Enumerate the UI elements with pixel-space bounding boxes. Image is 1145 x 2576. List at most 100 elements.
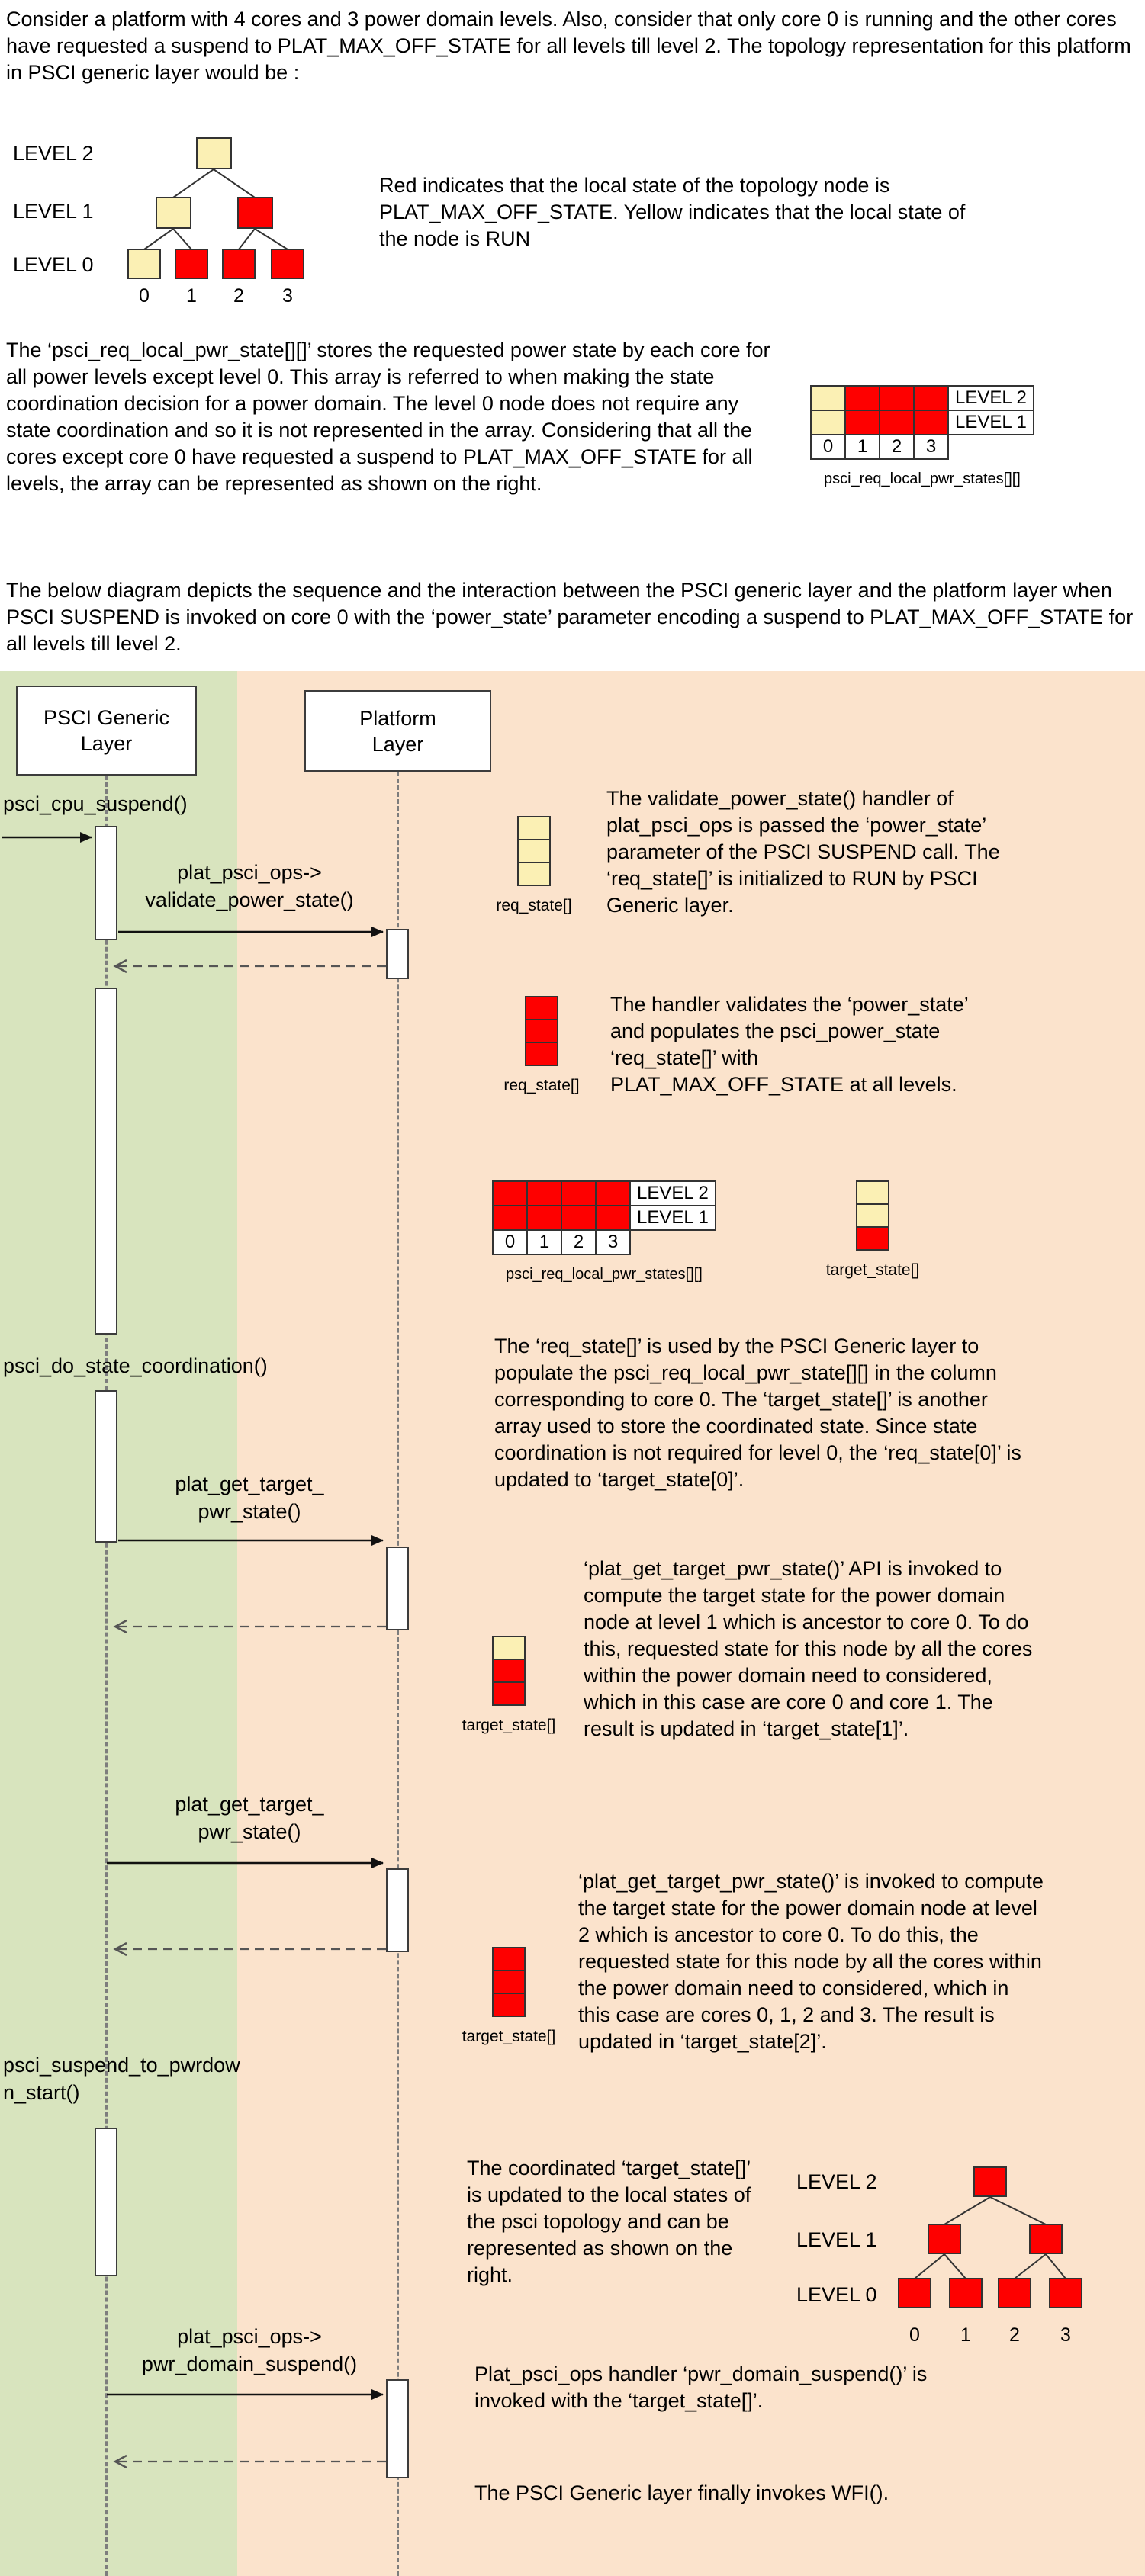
grid-cell <box>879 410 915 435</box>
grid-row-label-level1: LEVEL 1 <box>629 1205 716 1231</box>
msg-psci-cpu-suspend: psci_cpu_suspend() <box>3 792 188 815</box>
grid-cell <box>492 1180 528 1206</box>
final-topology-node-core2 <box>998 2278 1031 2308</box>
tree-edge <box>254 228 288 250</box>
core-number: 3 <box>1060 2324 1071 2346</box>
activation-platform-validate-power-state <box>386 929 409 979</box>
grid-cell <box>561 1180 597 1206</box>
grid-index-cell: 0 <box>810 434 846 460</box>
grid-row-label-level1: LEVEL 1 <box>947 410 1034 435</box>
grid-row-level1: LEVEL 1 <box>810 410 1034 435</box>
state-array-caption: target_state[] <box>462 2028 556 2045</box>
annotation-validate-power-state: The validate_power_state() handler of pl… <box>606 787 1000 917</box>
annotation-target-state-level2: ‘plat_get_target_pwr_state()’ is invoked… <box>578 1870 1044 2053</box>
core-number: 0 <box>909 2324 920 2346</box>
grid-cell <box>913 385 949 411</box>
target-state-array-after-coordination: target_state[] <box>826 1180 919 1280</box>
grid-index-cell: 2 <box>879 434 915 460</box>
annotation-wfi: The PSCI Generic layer finally invokes W… <box>474 2481 889 2504</box>
msg-get-target-pwr-state-2: plat_get_target_ pwr_state() <box>175 1793 324 1843</box>
topology-initial-level0-label: LEVEL 0 <box>13 253 94 276</box>
annotation-populate-req-state: The handler validates the ‘power_state’ … <box>610 993 968 1096</box>
grid-row-core-index: 0 1 2 3 <box>492 1229 716 1255</box>
core-number: 1 <box>186 285 197 307</box>
grid-row-label-level2: LEVEL 2 <box>947 385 1034 411</box>
core-number: 3 <box>282 285 293 307</box>
topology-final-level2-label: LEVEL 2 <box>796 2170 877 2193</box>
psci-generic-lane-background <box>0 671 237 2576</box>
topology-initial-level2-label: LEVEL 2 <box>13 142 94 165</box>
state-array-caption: target_state[] <box>462 1717 556 1734</box>
state-cell <box>492 1681 526 1706</box>
tree-edge <box>238 228 256 250</box>
final-topology-node-level2 <box>973 2166 1007 2197</box>
msg-pwr-domain-suspend: plat_psci_ops-> pwr_domain_suspend() <box>141 2325 358 2375</box>
state-cell <box>856 1226 889 1251</box>
final-topology-node-core1 <box>949 2278 983 2308</box>
core-number: 1 <box>960 2324 971 2346</box>
req-local-pwr-states-grid-updated: LEVEL 2 LEVEL 1 0 1 2 3 psci_req_local_p… <box>492 1180 716 1283</box>
state-cell <box>525 996 558 1020</box>
activation-platform-get-target-1 <box>386 1547 409 1630</box>
state-cell <box>525 1042 558 1066</box>
msg-get-target-pwr-state-1: plat_get_target_ pwr_state() <box>175 1473 324 1523</box>
msg-psci-do-state-coordination: psci_do_state_coordination() <box>3 1354 268 1377</box>
topology-node-level1-a <box>156 197 191 229</box>
req-state-array-initial: req_state[] <box>496 816 572 915</box>
activation-psci-cpu-suspend <box>95 826 117 940</box>
color-legend-text: Red indicates that the local state of th… <box>379 174 966 250</box>
activation-psci-suspend-to-pwrdown-start <box>95 2128 117 2276</box>
platform-lifeline <box>397 772 399 2576</box>
final-topology-node-level1-a <box>928 2224 961 2254</box>
state-cell <box>856 1180 889 1205</box>
msg-validate-power-state: plat_psci_ops-> validate_power_state() <box>145 861 354 911</box>
platform-layer-header: Platform Layer <box>304 690 491 772</box>
annotation-pwr-domain-suspend: Plat_psci_ops handler ‘pwr_domain_suspen… <box>474 2362 928 2412</box>
grid-row-level2: LEVEL 2 <box>492 1180 716 1206</box>
topology-final-level0-label: LEVEL 0 <box>796 2283 877 2306</box>
grid-index-cell: 1 <box>526 1229 562 1255</box>
psci-lifeline <box>105 776 108 2576</box>
intro-paragraph-1: Consider a platform with 4 cores and 3 p… <box>6 8 1131 84</box>
target-state-array-after-level1: target_state[] <box>462 1636 555 1735</box>
state-cell <box>492 1636 526 1660</box>
grid-cell <box>913 410 949 435</box>
core-number: 2 <box>1009 2324 1020 2346</box>
annotation-state-coordination: The ‘req_state[]’ is used by the PSCI Ge… <box>494 1335 1021 1491</box>
grid-row-label-level2: LEVEL 2 <box>629 1180 716 1206</box>
intro-paragraph-2: The ‘psci_req_local_pwr_state[][]’ store… <box>6 339 770 495</box>
final-topology-node-level1-b <box>1029 2224 1063 2254</box>
tree-edge <box>213 169 256 198</box>
activation-platform-get-target-2 <box>386 1868 409 1952</box>
grid-cell <box>526 1180 562 1206</box>
state-cell <box>517 839 551 863</box>
annotation-target-state-level1: ‘plat_get_target_pwr_state()’ API is inv… <box>584 1557 1033 1740</box>
grid-cell <box>844 385 880 411</box>
activation-platform-pwr-domain-suspend <box>386 2379 409 2478</box>
topology-node-level2 <box>196 137 232 169</box>
topology-final-level1-label: LEVEL 1 <box>796 2228 877 2251</box>
grid-cell <box>879 385 915 411</box>
core-number: 2 <box>233 285 244 307</box>
psci-generic-layer-header: PSCI Generic Layer <box>16 686 197 776</box>
req-local-pwr-states-grid-initial: LEVEL 2 LEVEL 1 0 1 2 3 psci_req_local_p… <box>810 385 1034 488</box>
grid-row-core-index: 0 1 2 3 <box>810 434 1034 460</box>
state-cell <box>517 816 551 840</box>
grid-cell <box>595 1180 631 1206</box>
grid-cell <box>561 1205 597 1231</box>
grid-cell <box>844 410 880 435</box>
topology-node-level1-b <box>237 197 273 229</box>
state-cell <box>492 1993 526 2017</box>
state-cell <box>525 1019 558 1043</box>
grid-cell <box>595 1205 631 1231</box>
state-cell <box>492 1970 526 1994</box>
state-cell <box>517 862 551 886</box>
activation-psci-req-state-setup <box>95 988 117 1335</box>
grid-index-cell: 3 <box>913 434 949 460</box>
annotation-final-topology: The coordinated ‘target_state[]’ is upda… <box>467 2157 751 2286</box>
grid-index-cell: 2 <box>561 1229 597 1255</box>
state-array-caption: req_state[] <box>503 1077 580 1094</box>
grid-row-level1: LEVEL 1 <box>492 1205 716 1231</box>
topology-node-core1 <box>175 249 208 279</box>
core-number: 0 <box>139 285 150 307</box>
